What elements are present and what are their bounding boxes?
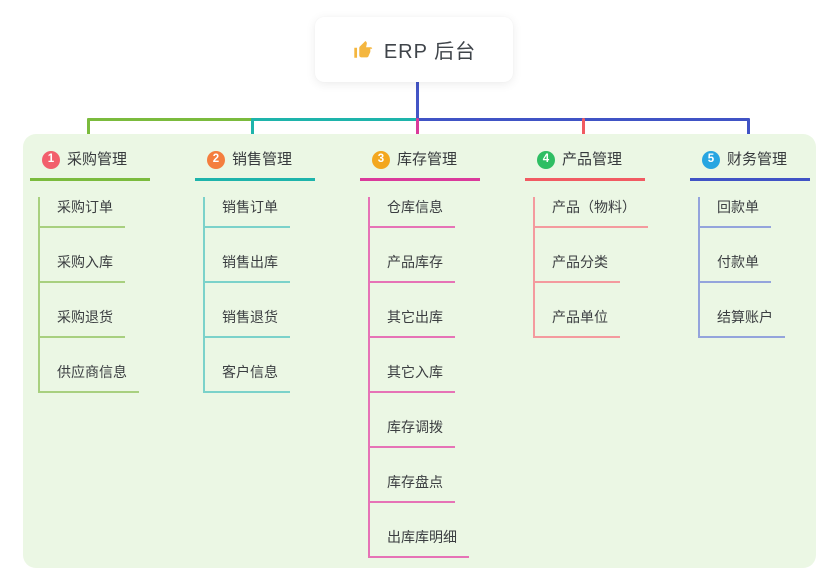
branch-4-drop-connector — [582, 118, 585, 147]
branch-product-header[interactable]: 4 产品管理 — [525, 150, 645, 181]
root-node-erp-backend[interactable]: ERP 后台 — [315, 17, 513, 82]
root-stem-connector — [416, 82, 419, 119]
branch-product-items: 产品（物料） 产品分类产品单位 — [533, 197, 648, 338]
branch-label: 库存管理 — [397, 151, 458, 168]
branch-purchase: 1 采购管理 采购订单采购入库采购退货供应商信息 — [30, 150, 195, 393]
mindmap-item[interactable]: 采购退货 — [38, 307, 125, 338]
branch-purchase-items: 采购订单采购入库采购退货供应商信息 — [38, 197, 139, 393]
branch-number-badge: 3 — [372, 151, 390, 169]
mindmap-item[interactable]: 库存调拨 — [368, 417, 455, 448]
branch-2-horizontal-connector — [251, 118, 419, 121]
branch-sales-header[interactable]: 2 销售管理 — [195, 150, 315, 181]
mindmap-item[interactable]: 产品库存 — [368, 252, 455, 283]
branch-2-drop-connector — [251, 118, 254, 147]
branch-inventory-items: 仓库信息产品库存其它出库其它入库库存调拨库存盘点出库库明细 — [368, 197, 469, 558]
branch-number-badge: 5 — [702, 151, 720, 169]
mindmap-item[interactable]: 仓库信息 — [368, 197, 455, 228]
mindmap-item[interactable]: 产品（物料） — [533, 197, 648, 228]
mindmap-item[interactable]: 客户信息 — [203, 362, 290, 393]
branch-5-drop-connector — [747, 118, 750, 147]
mindmap-item[interactable]: 产品分类 — [533, 252, 620, 283]
mindmap-item[interactable]: 采购入库 — [38, 252, 125, 283]
branch-purchase-header[interactable]: 1 采购管理 — [30, 150, 150, 181]
mindmap-item[interactable]: 回款单 — [698, 197, 771, 228]
mindmap-item[interactable]: 采购订单 — [38, 197, 125, 228]
mindmap-item[interactable]: 供应商信息 — [38, 362, 139, 393]
branch-number-badge: 4 — [537, 151, 555, 169]
mindmap-item[interactable]: 出库库明细 — [368, 527, 469, 558]
branch-sales: 2 销售管理 销售订单销售出库销售退货客户信息 — [195, 150, 360, 393]
mindmap-item[interactable]: 销售退货 — [203, 307, 290, 338]
branch-1-drop-connector — [87, 118, 90, 147]
branch-label: 财务管理 — [727, 151, 788, 168]
mindmap-item[interactable]: 销售出库 — [203, 252, 290, 283]
branch-finance-header[interactable]: 5 财务管理 — [690, 150, 810, 181]
branch-label: 销售管理 — [232, 151, 293, 168]
mindmap-item[interactable]: 其它出库 — [368, 307, 455, 338]
mindmap-item[interactable]: 库存盘点 — [368, 472, 455, 503]
mindmap-item[interactable]: 销售订单 — [203, 197, 290, 228]
branch-inventory: 3 库存管理 仓库信息产品库存其它出库其它入库库存调拨库存盘点出库库明细 — [360, 150, 525, 558]
branch-product: 4 产品管理 产品（物料） 产品分类产品单位 — [525, 150, 690, 338]
branch-finance: 5 财务管理 回款单付款单结算账户 — [690, 150, 839, 338]
mindmap-item[interactable]: 结算账户 — [698, 307, 785, 338]
mindmap-item[interactable]: 产品单位 — [533, 307, 620, 338]
mindmap-item[interactable]: 付款单 — [698, 252, 771, 283]
thumbs-up-icon — [352, 39, 374, 61]
branch-number-badge: 2 — [207, 151, 225, 169]
mindmap-item[interactable]: 其它入库 — [368, 362, 455, 393]
branch-sales-items: 销售订单销售出库销售退货客户信息 — [203, 197, 290, 393]
branch-label: 采购管理 — [67, 151, 128, 168]
branch-label: 产品管理 — [562, 151, 623, 168]
branch-3-drop-connector — [416, 118, 419, 147]
branch-finance-items: 回款单付款单结算账户 — [698, 197, 785, 338]
branch-inventory-header[interactable]: 3 库存管理 — [360, 150, 480, 181]
root-node-title: ERP 后台 — [383, 41, 477, 63]
branch-number-badge: 1 — [42, 151, 60, 169]
canvas-panel — [23, 134, 816, 568]
